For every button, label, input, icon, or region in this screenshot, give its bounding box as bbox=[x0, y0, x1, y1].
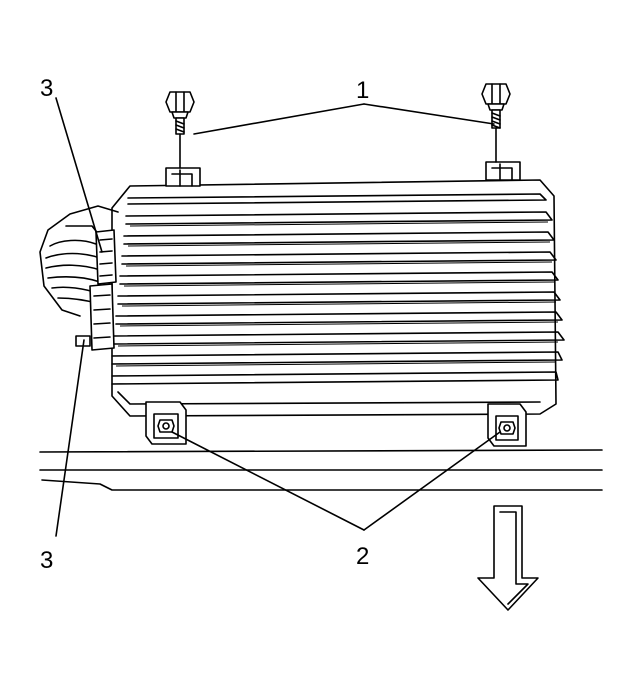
callout-nuts: 2 bbox=[356, 543, 369, 570]
leader-lines bbox=[55, 97, 501, 537]
mounting-rails bbox=[39, 449, 603, 491]
callout-bolts: 1 bbox=[356, 77, 369, 104]
callout-connector-top: 3 bbox=[40, 75, 53, 102]
bolt-right-icon bbox=[481, 83, 511, 163]
amplifier-module bbox=[111, 179, 565, 417]
harness-connector-upper bbox=[95, 229, 117, 285]
nut-bracket-left bbox=[145, 401, 187, 445]
nut-bracket-right bbox=[487, 403, 527, 447]
callout-connector-bottom: 3 bbox=[40, 547, 53, 574]
top-bracket-left bbox=[165, 167, 201, 187]
harness-connector-lower bbox=[75, 283, 115, 351]
heat-sink-fins bbox=[111, 193, 565, 385]
bolt-left-icon bbox=[165, 91, 195, 169]
direction-arrow-down-icon bbox=[477, 505, 539, 611]
top-bracket-right bbox=[485, 161, 521, 181]
